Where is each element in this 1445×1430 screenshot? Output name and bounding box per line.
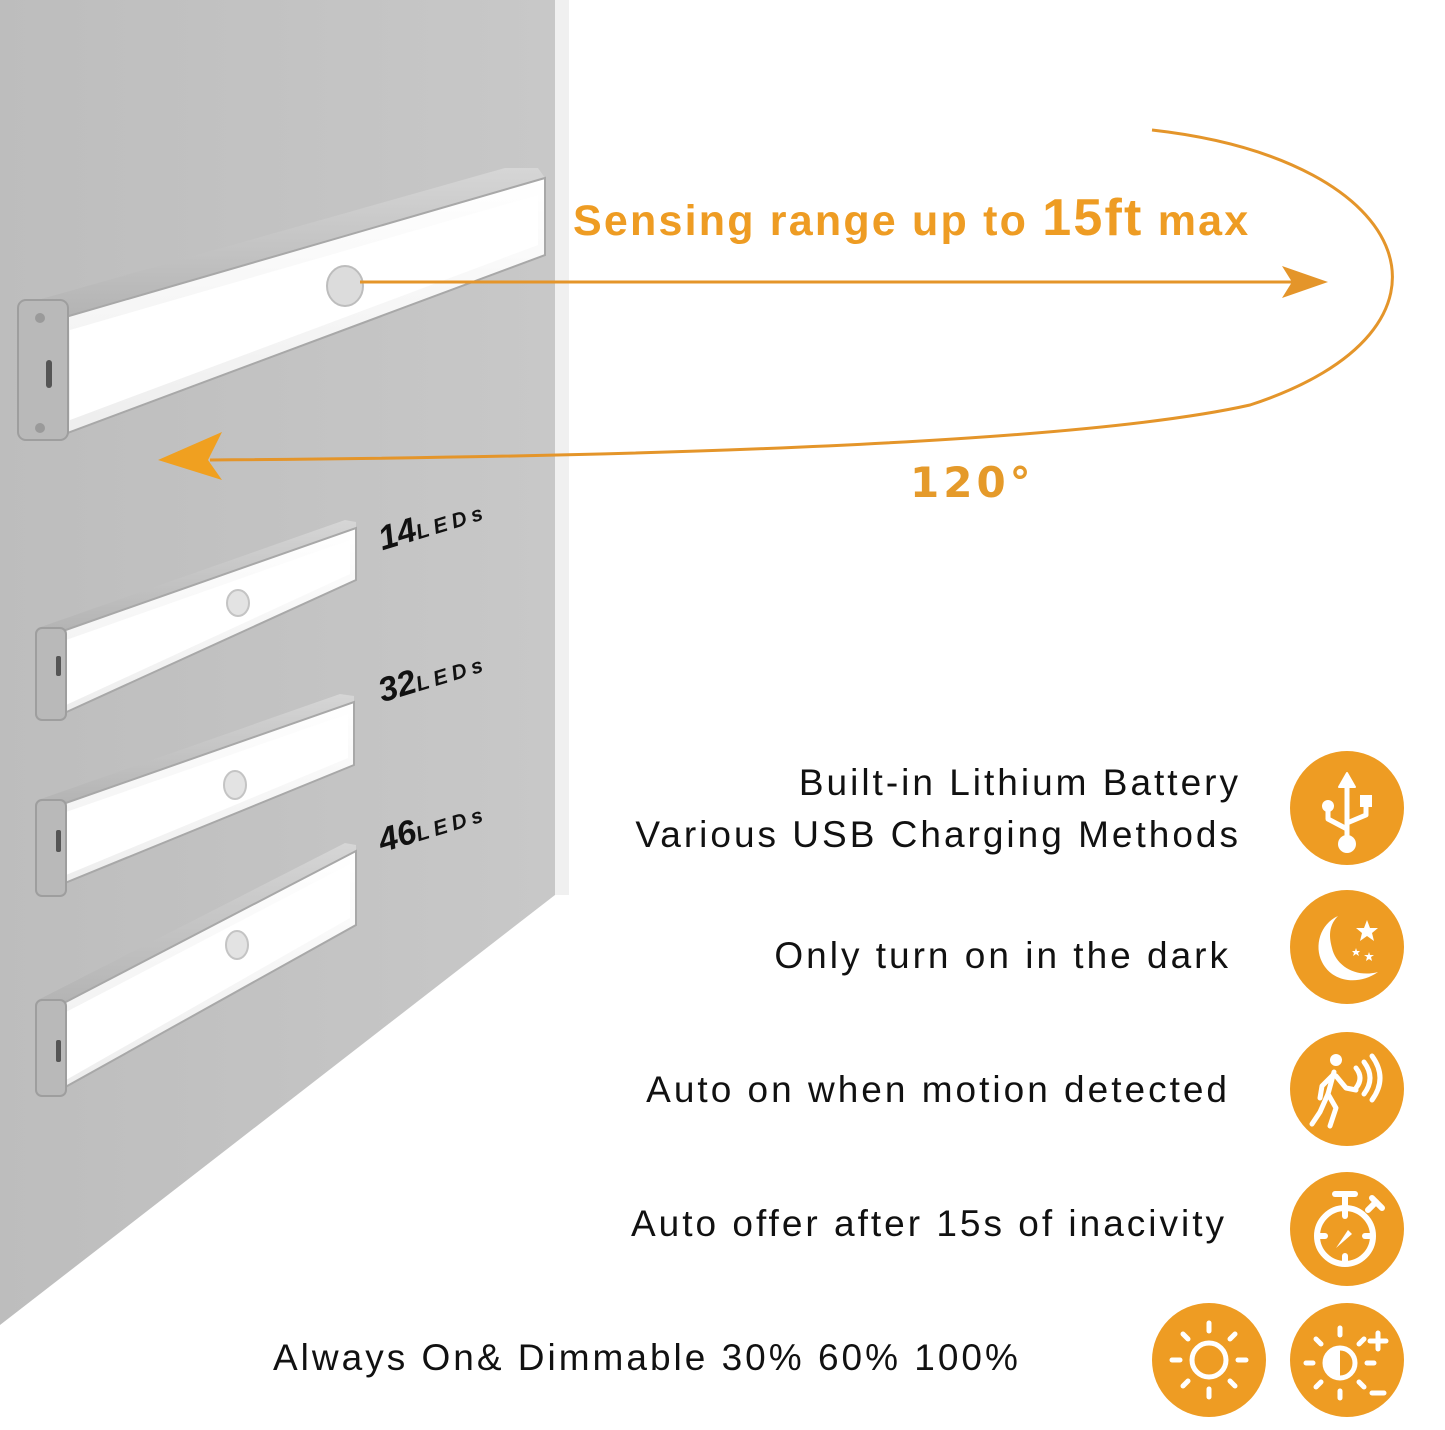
sensing-range-headline: Sensing range up to 15ft max — [573, 188, 1250, 248]
light-bar-46-leds — [35, 843, 357, 1097]
headline-suffix: max — [1143, 197, 1251, 245]
main-light-bar — [17, 168, 546, 441]
moon-stars-icon — [1290, 890, 1404, 1004]
detection-angle-label: 120° — [910, 458, 1035, 507]
range-arc — [209, 128, 1394, 462]
feature-dimmable: Always On& Dimmable 30% 60% 100% — [273, 1332, 1021, 1384]
feature-auto-off: Auto offer after 15s of inacivity — [631, 1198, 1227, 1250]
feature-text-line: Always On& Dimmable 30% 60% 100% — [273, 1337, 1021, 1378]
light-bar-32-leds — [35, 694, 355, 897]
range-arrow-left — [158, 432, 222, 480]
headline-prefix: Sensing range up to — [573, 197, 1043, 245]
feature-text-line: Auto offer after 15s of inacivity — [630, 1203, 1227, 1244]
stopwatch-icon — [1290, 1172, 1404, 1286]
brightness-adjust-icon — [1290, 1303, 1404, 1417]
feature-text-line: Auto on when motion detected — [646, 1069, 1230, 1110]
feature-dark-sensor: Only turn on in the dark — [774, 930, 1231, 982]
motion-sensor-icon — [1290, 1032, 1404, 1146]
light-bar-14-leds — [35, 520, 357, 721]
usb-icon — [1290, 751, 1404, 865]
feature-text-line: Only turn on in the dark — [774, 935, 1231, 976]
feature-text-line: Built-in Lithium Battery — [798, 762, 1241, 803]
feature-battery: Built-in Lithium Battery Various USB Cha… — [635, 757, 1241, 861]
feature-motion: Auto on when motion detected — [646, 1064, 1230, 1116]
headline-highlight: 15ft — [1042, 189, 1144, 247]
feature-text-line: Various USB Charging Methods — [635, 814, 1241, 855]
sun-icon — [1152, 1303, 1266, 1417]
range-arrow-right — [360, 266, 1328, 298]
